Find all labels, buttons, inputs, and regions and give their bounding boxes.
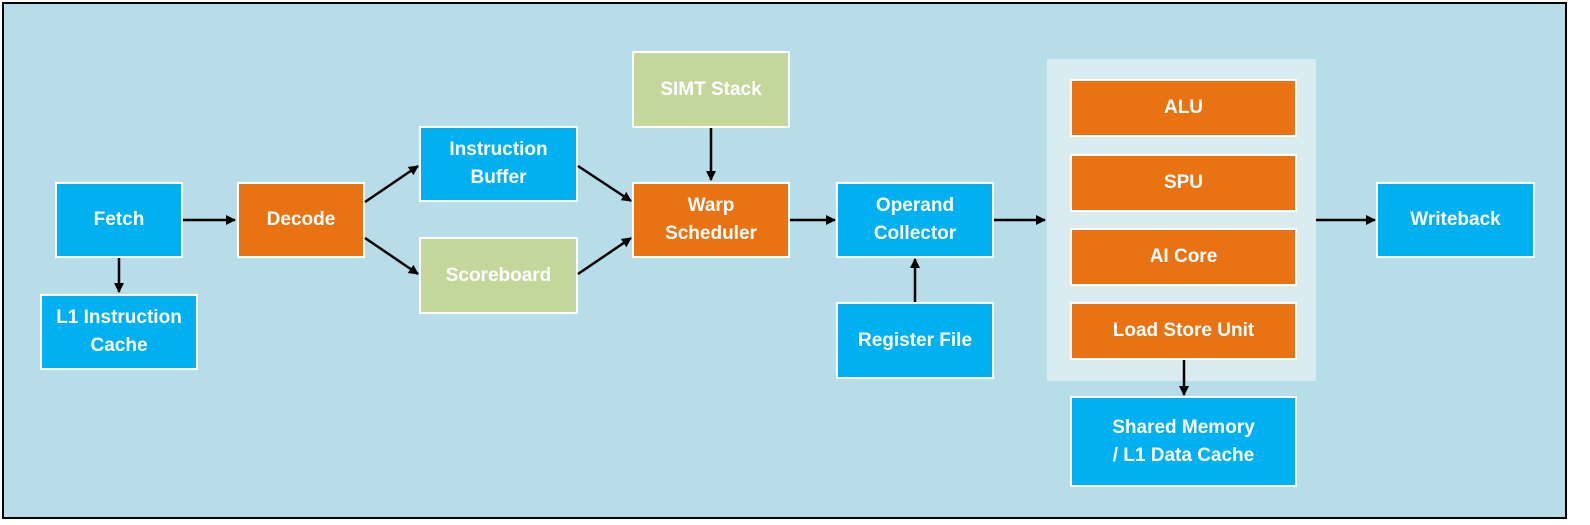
load-store-unit-block: Load Store Unit: [1070, 302, 1297, 360]
fetch-block: Fetch: [55, 182, 183, 258]
scoreboard-block: Scoreboard: [419, 237, 578, 314]
simt-stack-block: SIMT Stack: [632, 51, 790, 128]
arrow-instruction-buffer-warp-scheduler: [577, 164, 632, 203]
warp-scheduler-block: Warp Scheduler: [632, 182, 790, 258]
ai-core-block: AI Core: [1070, 228, 1297, 286]
shared-memory-block: Shared Memory / L1 Data Cache: [1070, 396, 1297, 487]
register-file-block: Register File: [836, 302, 994, 379]
operand-collector-block: Operand Collector: [836, 182, 994, 258]
l1-instruction-cache-block: L1 Instruction Cache: [40, 294, 198, 370]
alu-block: ALU: [1070, 79, 1297, 137]
decode-block: Decode: [237, 182, 365, 258]
arrow-scoreboard-warp-scheduler: [577, 236, 632, 276]
arrow-decode-scoreboard: [364, 236, 419, 276]
arrow-decode-instruction-buffer: [364, 164, 419, 204]
instruction-buffer-block: Instruction Buffer: [419, 126, 578, 202]
spu-block: SPU: [1070, 154, 1297, 212]
writeback-block: Writeback: [1376, 182, 1535, 258]
